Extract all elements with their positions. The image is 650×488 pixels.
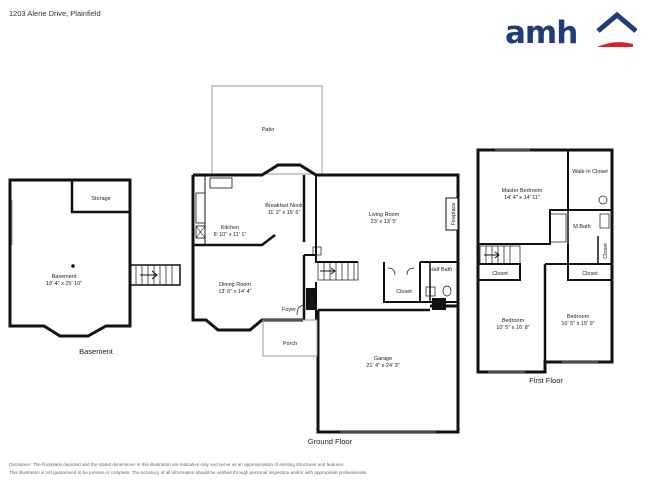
master-bedroom-label: Master Bedroom	[502, 188, 543, 194]
foyer-label: Foyer	[282, 307, 296, 313]
fireplace-label: Fireplace	[451, 203, 457, 226]
bedroom-left-dims: 10' 5" x 16' 8"	[496, 325, 529, 331]
bedroom-left-closet-label: Closet	[492, 271, 508, 277]
living-room-dims: 23' x 13' 5"	[371, 219, 398, 225]
basement-room-label: Basement	[52, 274, 77, 280]
porch-label: Porch	[283, 341, 297, 347]
storage-label: Storage	[91, 196, 110, 202]
patio-label: Patio	[262, 127, 275, 133]
walk-in-closet-label: Walk-In Closet	[572, 169, 608, 175]
master-bedroom-dims: 14' 4" x 14' 11"	[504, 195, 540, 201]
breakfast-nook-dims: 11' 2" x 15' 6"	[268, 210, 301, 216]
first-floor-label: First Floor	[529, 376, 563, 385]
basement-floor-label: Basement	[79, 347, 114, 356]
ground-floor-label: Ground Floor	[308, 437, 353, 446]
dining-room-dims: 13' 6" x 14' 4"	[218, 289, 251, 295]
disclaimer-line-2: This illustration is not guaranteed to b…	[9, 470, 368, 475]
dining-room-label: Dining Room	[219, 282, 251, 288]
foyer-closet-label: Closet	[309, 294, 315, 310]
breakfast-nook-label: Breakfast Nook	[265, 203, 303, 209]
garage-label: Garage	[374, 356, 392, 362]
ground-floor-plan	[191, 85, 460, 434]
property-address: 1203 Alene Drive, Plainfield	[9, 9, 101, 18]
ground-closet-label: Closet	[396, 289, 412, 295]
garage-dims: 21' 4" x 24' 3"	[366, 363, 399, 369]
master-closet-label: Closet	[603, 243, 609, 259]
kitchen-label: Kitchen	[221, 225, 239, 231]
house-roof-icon	[596, 11, 637, 47]
living-room-label: Living Room	[369, 212, 400, 218]
amh-logo: amh	[505, 9, 637, 51]
basement-room-dims: 19' 4" x 25' 10"	[46, 281, 82, 287]
bedroom-right-label: Bedroom	[567, 314, 590, 320]
half-bath-label: Half Bath	[430, 267, 453, 273]
bedroom-right-closet-label: Closet	[582, 271, 598, 277]
m-bath-label: M.Bath	[573, 224, 590, 230]
basement-plan	[8, 178, 181, 338]
bedroom-right-dims: 10' 5" x 15' 9"	[561, 321, 594, 327]
logo-wordmark: amh	[505, 15, 578, 51]
bedroom-left-label: Bedroom	[502, 318, 525, 324]
disclaimer-line-1: Disclaimer: The floorplans depicted and …	[9, 462, 345, 467]
kitchen-dims: 8' 10" x 11' 1"	[214, 232, 247, 238]
first-floor-plan	[476, 148, 614, 374]
